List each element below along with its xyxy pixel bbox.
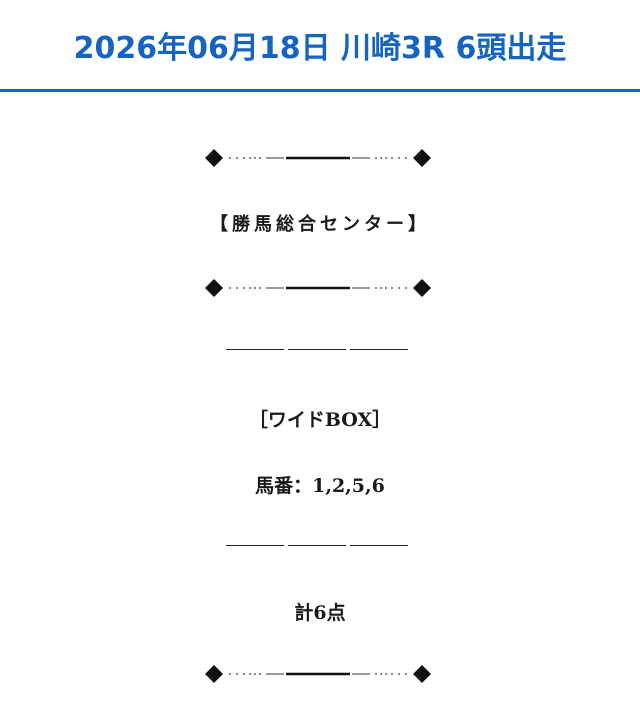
- diamond-ornament-icon: [205, 665, 431, 683]
- diamond-ornament-icon: [205, 279, 431, 297]
- ornament-divider-top: [205, 149, 431, 167]
- diamond-ornament-icon: [205, 149, 431, 167]
- total-points-label: 計6点: [294, 602, 346, 624]
- center-name-heading: 【勝馬総合センター】: [210, 214, 430, 235]
- line-divider-upper: [226, 349, 408, 351]
- horse-numbers-label: 馬番：1,2,5,6: [255, 475, 385, 497]
- line-divider-lower: [226, 545, 408, 547]
- ornament-divider-bottom: [205, 665, 431, 683]
- page-header: 2026年06月18日 川崎3R 6頭出走: [0, 0, 640, 92]
- bet-type-label: ［ワイドBOX］: [248, 409, 392, 431]
- page-title: 2026年06月18日 川崎3R 6頭出走: [73, 30, 567, 66]
- ornament-divider-middle: [205, 279, 431, 297]
